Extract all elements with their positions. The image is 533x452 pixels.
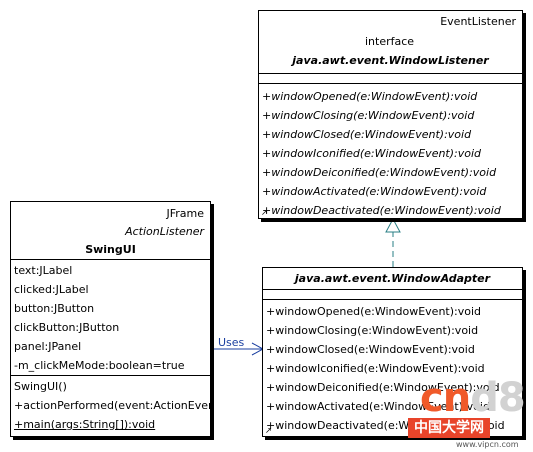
- stereotype-label: EventListener: [440, 15, 516, 28]
- method-item: +windowClosed(e:WindowEvent):void: [266, 343, 475, 356]
- method-item: +windowClosing(e:WindowEvent):void: [266, 324, 479, 337]
- method-item-static: +main(args:String[]):void: [14, 418, 156, 431]
- window-listener-class[interactable]: EventListener interface java.awt.event.W…: [258, 10, 523, 219]
- attributes-compartment: text:JLabel clicked:JLabel button:JButto…: [11, 260, 210, 376]
- link-corner-icon: ↗: [261, 208, 268, 217]
- watermark-logo-prefix: cn: [420, 375, 471, 421]
- method-item: +windowClosing(e:WindowEvent):void: [262, 109, 475, 122]
- method-item: SwingUI(): [14, 380, 67, 393]
- association-label: Uses: [218, 336, 245, 349]
- field-item: panel:JPanel: [14, 340, 82, 353]
- methods-compartment: SwingUI() +actionPerformed(event:ActionE…: [11, 376, 213, 434]
- class-header: java.awt.event.WindowAdapter: [263, 268, 522, 290]
- realization-arrowhead: [385, 217, 401, 233]
- window-adapter-class[interactable]: java.awt.event.WindowAdapter +windowOpen…: [262, 267, 523, 437]
- method-item: +windowDeiconified(e:WindowEvent):void: [266, 381, 500, 394]
- class-name: SwingUI: [85, 243, 136, 256]
- interface-label: interface: [365, 35, 415, 48]
- attributes-compartment: [259, 74, 522, 84]
- watermark-logo-suffix: d8: [470, 375, 525, 421]
- method-item: +windowActivated(e:WindowEvent):void: [266, 400, 490, 413]
- link-corner-icon: ↗: [265, 426, 272, 435]
- swingui-class[interactable]: JFrame ActionListener SwingUI text:JLabe…: [10, 201, 213, 437]
- superclass-label: JFrame: [166, 207, 204, 220]
- class-name: java.awt.event.WindowListener: [292, 54, 489, 67]
- method-item: +windowOpened(e:WindowEvent):void: [266, 305, 482, 318]
- methods-compartment: +windowOpened(e:WindowEvent):void +windo…: [259, 84, 522, 220]
- method-item: +windowIconified(e:WindowEvent):void: [262, 147, 482, 160]
- field-item: -m_clickMeMode:boolean=true: [14, 359, 185, 372]
- method-item: +windowClosed(e:WindowEvent):void: [262, 128, 472, 141]
- field-item: clicked:JLabel: [14, 283, 89, 296]
- method-item: +windowIconified(e:WindowEvent):void: [266, 362, 485, 375]
- class-header: JFrame ActionListener SwingUI: [11, 202, 210, 260]
- field-item: button:JButton: [14, 302, 95, 315]
- attributes-compartment: [263, 290, 522, 300]
- watermark-logo: cnd8: [420, 375, 526, 421]
- interface-label: ActionListener: [125, 225, 204, 238]
- class-header: EventListener interface java.awt.event.W…: [259, 11, 522, 74]
- field-item: clickButton:JButton: [14, 321, 120, 334]
- class-name: java.awt.event.WindowAdapter: [294, 272, 491, 285]
- method-item: +windowDeactivated(e:WindowEvent):void: [262, 204, 501, 217]
- method-item: +windowOpened(e:WindowEvent):void: [262, 90, 478, 103]
- field-item: text:JLabel: [14, 264, 73, 277]
- watermark-slogan: 中国大学网: [408, 418, 490, 438]
- watermark-url: www.vipcn.com: [456, 440, 519, 449]
- method-item: +actionPerformed(event:ActionEver: [14, 399, 213, 412]
- method-item: +windowDeiconified(e:WindowEvent):void: [262, 166, 497, 179]
- method-item: +windowActivated(e:WindowEvent):void: [262, 185, 487, 198]
